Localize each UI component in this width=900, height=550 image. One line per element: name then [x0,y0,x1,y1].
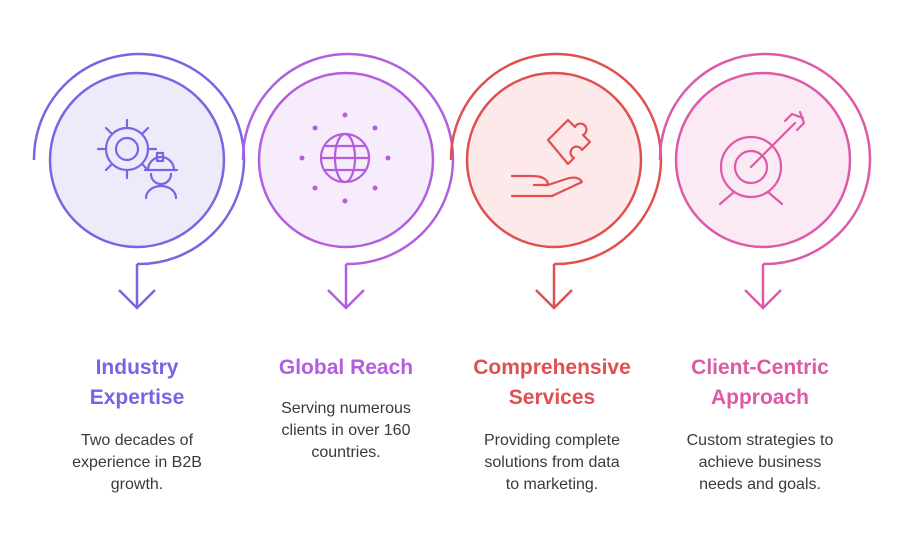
step-4-outer-arc [658,52,872,266]
step-4-desc-line1: Custom strategies to [686,432,834,449]
globe-icon [319,132,371,184]
step-2-desc-line1: Serving numerous [281,400,411,417]
step-2-description: Serving numerous clients in over 160 cou… [246,398,446,464]
step-1-title-line1: Industry [95,356,179,379]
step-2-graphic [241,52,455,310]
step-1-arrow-down-icon [118,289,156,310]
gear-engineer-icon [96,118,179,200]
step-3-title-line1: Comprehensive [473,356,631,379]
step-3-arrow-down-icon [535,289,573,310]
step-1-desc-line1: Two decades of [80,432,194,449]
step-3-text: Comprehensive Services Providing complet… [452,353,652,496]
step-4-circle [674,71,852,249]
step-3-graphic [449,52,663,310]
step-2-circle [257,71,435,249]
step-1-circle [48,71,226,249]
step-3-desc-line3: to marketing. [505,476,599,493]
step-1-desc-line3: growth. [110,476,164,493]
step-4-description: Custom strategies to achieve business ne… [660,430,860,496]
step-2-outer-arc [241,52,455,266]
step-3-outer-arc [449,52,663,266]
step-4-desc-line3: needs and goals. [699,476,821,493]
step-4-text: Client-Centric Approach Custom strategie… [660,353,860,496]
step-1-desc-line2: experience in B2B [72,454,202,471]
step-3-desc-line1: Providing complete [483,432,621,449]
step-4-arrow-down-icon [744,289,782,310]
step-4-title: Client-Centric Approach [660,353,860,413]
step-3-description: Providing complete solutions from data t… [452,430,652,496]
step-2-arrow-down-icon [327,289,365,310]
step-2-desc-line3: countries. [311,444,381,461]
step-1-title-line2: Expertise [89,386,185,409]
step-4-title-line2: Approach [710,386,809,409]
step-3-title-line2: Services [508,386,596,409]
globe-dots [299,112,391,204]
step-2-desc-line2: clients in over 160 [281,422,411,439]
step-2-text: Global Reach Serving numerous clients in… [246,353,446,464]
step-1-description: Two decades of experience in B2B growth. [37,430,237,496]
step-3-title: Comprehensive Services [452,353,652,413]
step-4-title-line1: Client-Centric [691,356,829,379]
step-1-text: Industry Expertise Two decades of experi… [37,353,237,496]
step-4-desc-line2: achieve business [698,454,822,471]
target-arrow-icon [718,110,806,206]
puzzle-hand-icon [510,118,592,198]
step-4-graphic [658,52,872,310]
step-3-desc-line2: solutions from data [484,454,620,471]
step-1-title: Industry Expertise [37,353,237,413]
step-2-title-line1: Global Reach [278,356,414,379]
step-1-outer-arc [32,52,246,266]
step-3-circle [465,71,643,249]
step-2-title: Global Reach [246,353,446,383]
step-1-graphic [32,52,246,310]
